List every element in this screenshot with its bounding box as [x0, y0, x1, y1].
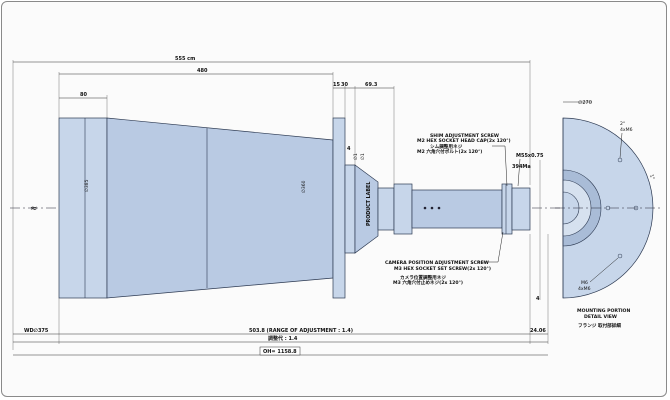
- detail-hole-4: [633, 205, 639, 211]
- dim-4-bottom: 4: [536, 296, 540, 302]
- dim-overall-top: 555 cm: [175, 56, 195, 62]
- screw-hole-3: [437, 206, 441, 210]
- cam-line-2: M3 HEX SOCKET SET SCREW(2x 120°): [394, 266, 491, 272]
- mounting-flange: [332, 117, 346, 299]
- dim-30: 30: [341, 82, 348, 88]
- dim-80: 80: [80, 92, 87, 98]
- dim-range: 503.8 (RANGE OF ADJUSTMENT : 1.4): [249, 328, 353, 334]
- dim-dia-385: ∅385: [84, 179, 90, 192]
- dim-480: 480: [197, 68, 208, 74]
- detail-hole-3: [617, 253, 623, 259]
- tapered-body: [106, 117, 334, 299]
- cam-line-3: カメラ位置調整用ネジ: [400, 274, 446, 281]
- shim-line-2: M2 HEX SOCKET HEAD CAP(2x 120°): [417, 138, 511, 144]
- dim-oh: OH= 1158.8: [263, 349, 297, 355]
- detail-holes-top: 4xM6: [620, 127, 633, 133]
- detail-hole-1: [605, 205, 611, 211]
- detail-title-1: MOUNTING PORTION: [577, 308, 630, 314]
- dim-394: 394Ma: [512, 164, 531, 170]
- flange-collar: [344, 164, 356, 254]
- leader-camera: [477, 231, 504, 263]
- dim-4-top: 4: [347, 146, 351, 152]
- dim-flange-b: ∅1: [360, 153, 366, 160]
- screw-hole-2: [430, 206, 434, 210]
- taper-section-2: [354, 164, 379, 254]
- cam-line-4: M3 六角穴付止めネジ(2x 120°): [393, 279, 463, 286]
- detail-leader-bottom: [589, 257, 619, 283]
- dim-flange-a: ∅1: [353, 153, 359, 160]
- detail-leader-top: [619, 132, 623, 159]
- detail-angle-top: 2°: [620, 121, 625, 127]
- detail-dia-270: ∅270: [578, 100, 592, 106]
- dim-15: 15: [333, 82, 340, 88]
- dim-wd: WD∅375: [24, 328, 49, 334]
- shim-line-3: シム調整用ネジ: [430, 143, 463, 150]
- detail-core: [562, 191, 580, 225]
- break-mark: ≈: [30, 204, 38, 214]
- oh-box: [259, 346, 301, 356]
- front-barrel: [58, 117, 108, 299]
- dim-dia-360: ∅360: [301, 180, 307, 193]
- detail-angle-right: 1°: [648, 174, 655, 181]
- cam-line-1: CAMERA POSITION ADJUSTMENT SCREW: [385, 260, 489, 266]
- detail-title-2: DETAIL VIEW: [584, 314, 617, 320]
- camera-adjust-ring: [501, 183, 513, 235]
- screw-hole-1: [423, 206, 427, 210]
- detail-m6: M6: [581, 280, 588, 286]
- dim-24: 24.06: [530, 328, 546, 334]
- detail-holes-bottom: 4xM6: [578, 286, 591, 292]
- shim-line-1: SHIM ADJUSTMENT SCREW: [430, 133, 499, 139]
- rear-tube-a: [377, 187, 395, 231]
- camera-mount: [511, 187, 531, 231]
- dim-69-3: 69.3: [365, 82, 378, 88]
- rear-tube-b: [393, 183, 413, 235]
- leader-m55: [517, 158, 521, 187]
- dim-range-jp: 調整代 : 1.4: [268, 335, 298, 342]
- detail-title-jp: フランジ 取付部詳細: [578, 322, 621, 329]
- leader-shim: [492, 145, 508, 187]
- detail-flange-half: [562, 117, 654, 299]
- shim-line-4: M2 六角穴付ボルト(2x 120°): [417, 148, 482, 155]
- product-label: PRODUCT LABEL: [366, 182, 372, 226]
- dim-m55: M55x0.75: [516, 153, 544, 159]
